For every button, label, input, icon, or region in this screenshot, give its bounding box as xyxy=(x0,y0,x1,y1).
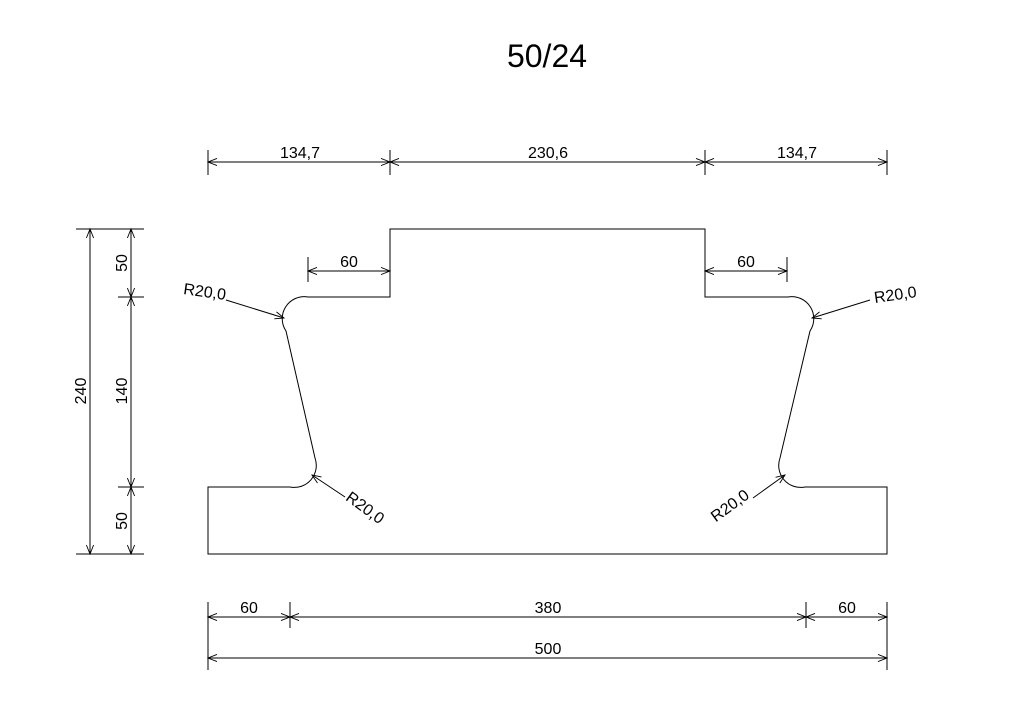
radius-leader-lower-right xyxy=(752,474,786,499)
radius-label-lower-right: R20,0 xyxy=(708,487,753,526)
radius-label-upper-left: R20,0 xyxy=(182,281,227,304)
dim-label-bottom-left: 60 xyxy=(240,600,258,617)
radius-leader-upper-left xyxy=(225,299,286,320)
dim-label-height-middle: 140 xyxy=(114,378,131,405)
dim-label-top-middle: 230,6 xyxy=(528,145,568,162)
drawing-title: 50/24 xyxy=(507,38,587,74)
dim-label-bottom-right: 60 xyxy=(838,600,856,617)
dim-label-height-top: 50 xyxy=(114,254,131,272)
profile-outline xyxy=(207,228,888,555)
dim-label-height-bottom: 50 xyxy=(114,512,131,530)
dim-label-top-right: 134,7 xyxy=(777,145,817,162)
radius-label-upper-right: R20,0 xyxy=(873,284,918,307)
dim-label-overall-height: 240 xyxy=(73,378,90,405)
dim-label-top-left: 134,7 xyxy=(280,145,320,162)
dim-label-step-right: 60 xyxy=(737,254,755,271)
radius-leader-upper-right xyxy=(810,299,871,320)
dim-label-step-left: 60 xyxy=(340,254,358,271)
dim-label-bottom-middle: 380 xyxy=(535,600,562,617)
radius-label-lower-left: R20,0 xyxy=(342,489,387,528)
dim-label-overall-width: 500 xyxy=(535,641,562,658)
radius-leader-lower-left xyxy=(310,474,346,498)
